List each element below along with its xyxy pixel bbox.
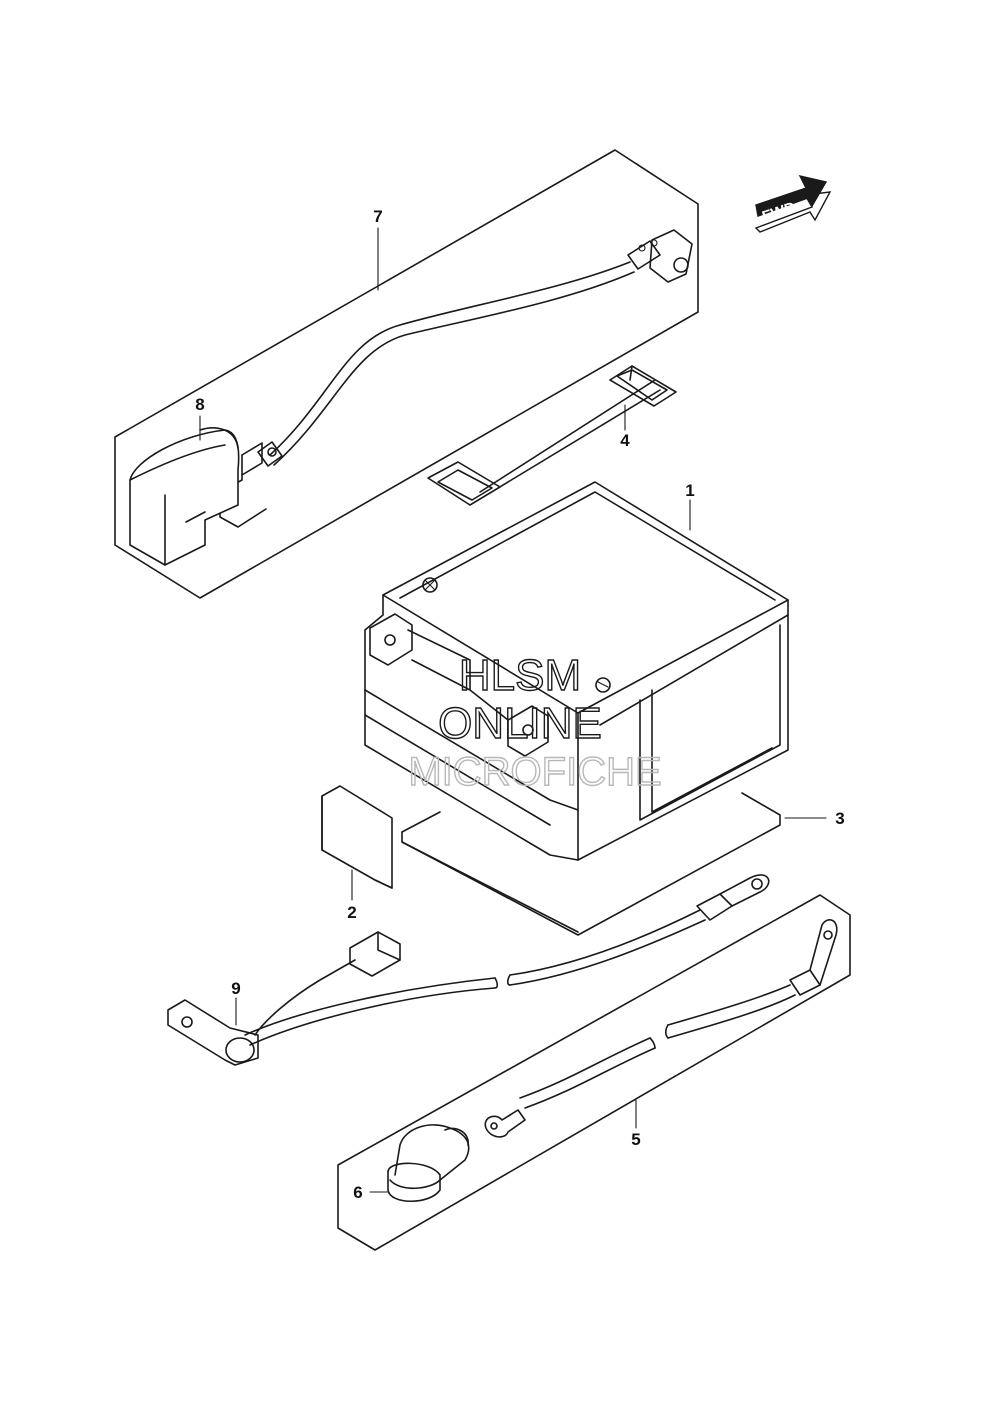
watermark-line-1: HLSM — [459, 651, 581, 700]
cable-5: 5 — [484, 919, 838, 1149]
boot-6: 6 — [353, 1124, 470, 1202]
watermark: HLSM ONLINE MICROFICHE — [408, 650, 663, 794]
callout-label-3: 3 — [835, 809, 844, 828]
panel-group-5-6 — [337, 894, 851, 1251]
cable-7 — [257, 229, 693, 467]
label-2: 2 — [321, 785, 393, 922]
callout-label-5: 5 — [631, 1130, 640, 1149]
harness-9: 9 — [167, 874, 770, 1066]
callout-label-2: 2 — [347, 903, 356, 922]
callout-label-1: 1 — [685, 481, 694, 500]
callout-7: 7 — [373, 207, 383, 291]
callout-label-6: 6 — [353, 1183, 362, 1202]
panel-group-7-8 — [114, 149, 699, 599]
battery-1: 1 — [364, 481, 789, 861]
callout-8: 8 — [195, 395, 205, 441]
watermark-line-2: ONLINE — [438, 699, 602, 748]
callout-label-7: 7 — [373, 207, 382, 226]
callout-label-9: 9 — [231, 979, 240, 998]
strap-4: 4 — [427, 365, 677, 506]
watermark-line-3: MICROFICHE — [408, 750, 661, 794]
cap-8 — [129, 427, 240, 566]
fwd-arrow-icon: FWD — [754, 174, 832, 233]
callout-label-8: 8 — [195, 395, 204, 414]
sheet-3: 3 — [401, 792, 845, 936]
callout-label-4: 4 — [620, 431, 630, 450]
